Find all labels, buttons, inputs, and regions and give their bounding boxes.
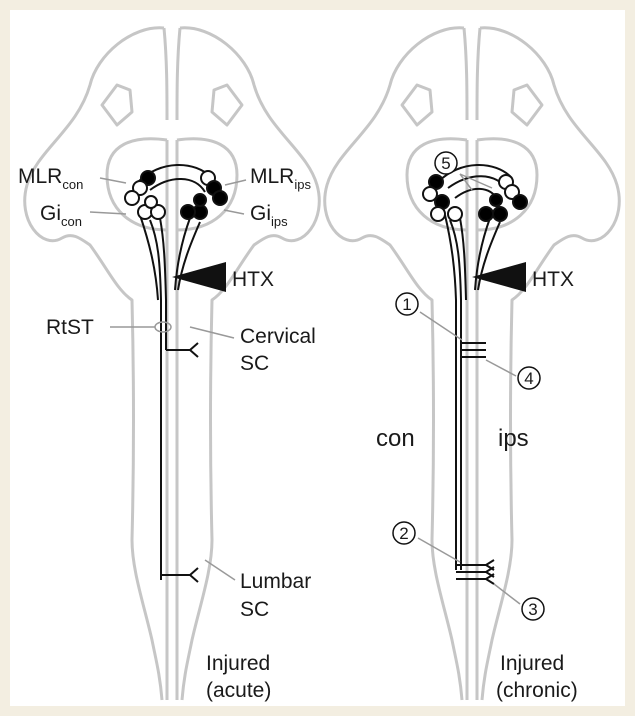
svg-text:5: 5 — [441, 154, 450, 173]
rtst-label: RtST — [46, 316, 94, 339]
marker-2: 2 — [393, 522, 415, 544]
gi-ips-label: Giips — [250, 202, 288, 229]
marker-4: 4 — [518, 367, 540, 389]
left-diagram: MLRcon Gicon MLRips Giips HTX RtST Cervi… — [18, 28, 319, 702]
right-htx-label: HTX — [532, 268, 574, 291]
right-cns-outline — [325, 28, 620, 700]
right-diagram: 1 2 3 4 5 HTX con ips Injured (chronic) — [325, 28, 620, 702]
left-caption-line2: (acute) — [206, 679, 271, 702]
lumbar-sc-label: SC — [240, 598, 269, 621]
left-neurons-con — [125, 171, 165, 219]
left-neurons-ips — [181, 171, 227, 219]
svg-text:1: 1 — [402, 295, 411, 314]
svg-text:3: 3 — [528, 600, 537, 619]
marker-5: 5 — [435, 152, 457, 174]
mlr-ips-label: MLRips — [250, 165, 311, 192]
left-caption-line1: Injured — [206, 652, 270, 675]
ips-label: ips — [498, 425, 529, 452]
right-htx-wedge — [472, 262, 526, 292]
cervical-label: Cervical — [240, 325, 316, 348]
left-htx-wedge — [172, 262, 226, 292]
right-caption-line1: Injured — [500, 652, 564, 675]
svg-text:4: 4 — [524, 369, 533, 388]
right-caption-line2: (chronic) — [496, 679, 578, 702]
svg-text:2: 2 — [399, 524, 408, 543]
mlr-con-label: MLRcon — [18, 165, 83, 192]
rtst-ellipse — [155, 322, 171, 332]
gi-con-label: Gicon — [40, 202, 82, 229]
con-label: con — [376, 425, 415, 452]
marker-3: 3 — [522, 598, 544, 620]
marker-1: 1 — [396, 293, 418, 315]
lumbar-label: Lumbar — [240, 570, 311, 593]
left-htx-label: HTX — [232, 268, 274, 291]
cervical-sc-label: SC — [240, 352, 269, 375]
left-cns-outline — [25, 28, 320, 700]
